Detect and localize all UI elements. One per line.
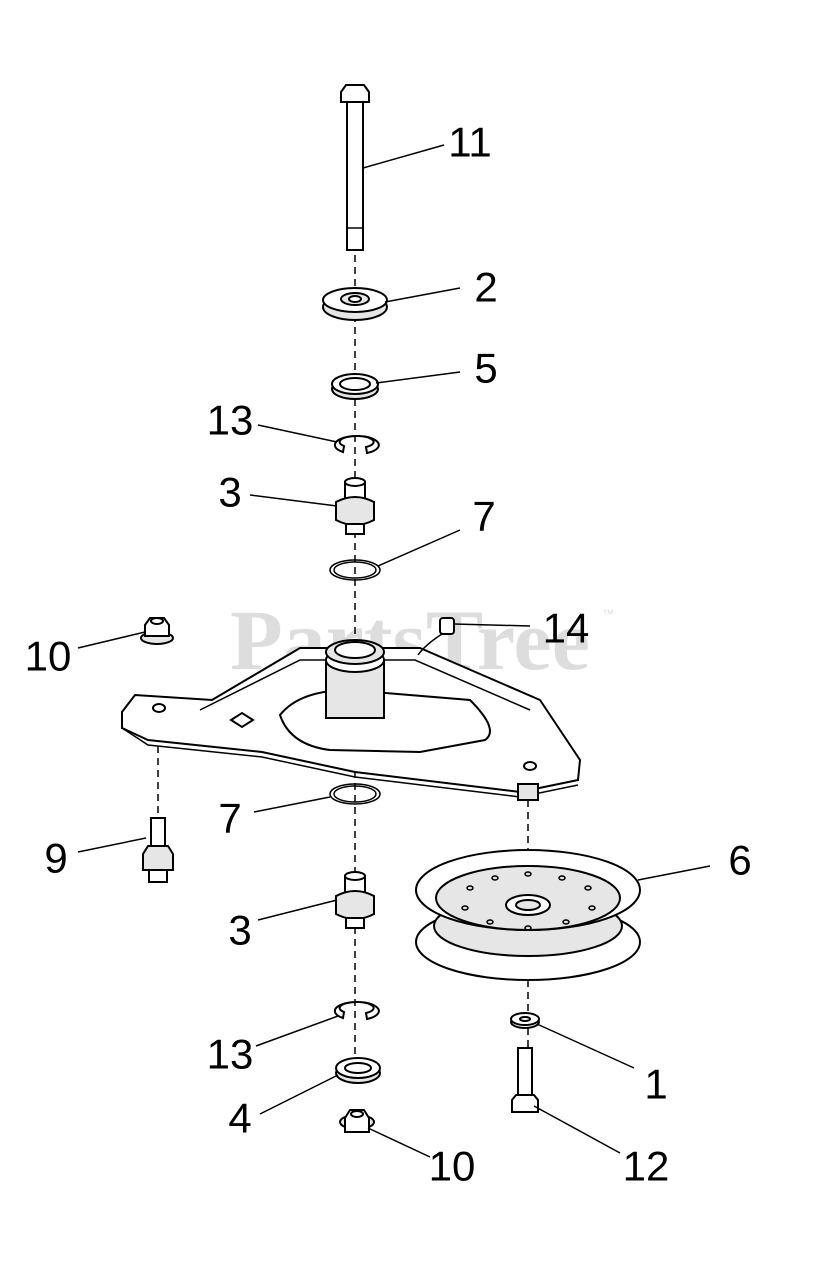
callout-13-upper: 13 bbox=[207, 397, 254, 444]
callout-7-lower: 7 bbox=[218, 795, 241, 842]
part-9-stud[interactable] bbox=[142, 817, 174, 883]
callout-6: 6 bbox=[728, 837, 751, 884]
part-13-retaining-ring-lower[interactable] bbox=[333, 1000, 380, 1021]
callout-10-lower: 10 bbox=[429, 1143, 476, 1190]
callout-1: 1 bbox=[644, 1061, 667, 1108]
callout-7-upper: 7 bbox=[472, 493, 495, 540]
pulley-vent-holes bbox=[461, 871, 596, 931]
callout-9: 9 bbox=[44, 835, 67, 882]
part-7-oring-lower[interactable] bbox=[329, 783, 381, 805]
part-14-grease-fitting[interactable] bbox=[417, 617, 455, 656]
callout-labels: 11 2 5 13 3 7 14 10 7 9 6 3 13 1 4 10 12 bbox=[25, 119, 752, 1190]
part-6-pulley[interactable] bbox=[415, 849, 641, 981]
part-2-washer-cap[interactable] bbox=[322, 287, 388, 321]
part-7-oring-upper[interactable] bbox=[329, 559, 381, 581]
callout-13-lower: 13 bbox=[207, 1031, 254, 1078]
part-1-spacer-washer[interactable] bbox=[510, 1012, 540, 1029]
part-5-seal[interactable] bbox=[331, 373, 379, 400]
callout-5: 5 bbox=[474, 345, 497, 392]
part-10-flange-nut-lower[interactable] bbox=[339, 1109, 375, 1133]
watermark-trademark: ™ bbox=[602, 607, 614, 621]
callout-14: 14 bbox=[543, 605, 590, 652]
idler-arm-bracket[interactable] bbox=[121, 639, 582, 801]
callout-2: 2 bbox=[474, 264, 497, 311]
part-3-bearing-upper[interactable] bbox=[335, 477, 375, 535]
part-11-bolt[interactable] bbox=[340, 84, 370, 251]
part-12-bolt[interactable] bbox=[511, 1047, 539, 1113]
callout-12: 12 bbox=[623, 1143, 670, 1190]
callout-4: 4 bbox=[228, 1095, 251, 1142]
part-10-flange-nut-upper[interactable] bbox=[140, 617, 174, 645]
leader-lines bbox=[77, 144, 711, 1158]
callout-3-upper: 3 bbox=[218, 469, 241, 516]
part-13-retaining-ring-upper[interactable] bbox=[333, 434, 380, 455]
part-4-seal[interactable] bbox=[335, 1057, 381, 1084]
callout-3-lower: 3 bbox=[228, 907, 251, 954]
callout-11: 11 bbox=[448, 119, 492, 166]
part-3-bearing-lower[interactable] bbox=[335, 871, 375, 929]
callout-10-upper: 10 bbox=[25, 633, 72, 680]
